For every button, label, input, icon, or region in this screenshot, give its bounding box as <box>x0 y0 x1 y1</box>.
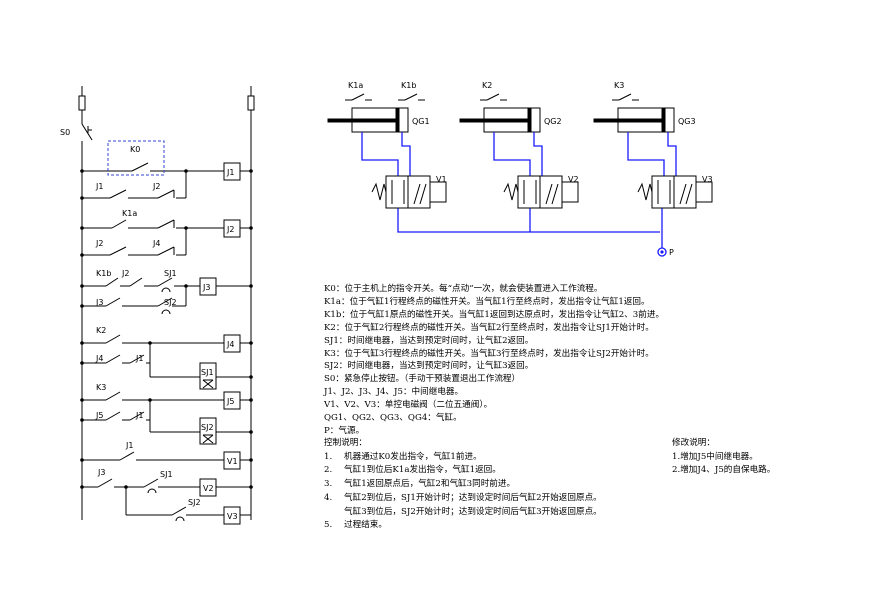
coil-sj2-label: SJ2 <box>201 423 214 432</box>
sj2-contact-label-b: SJ2 <box>188 498 201 507</box>
qg1-label: QG1 <box>412 117 430 126</box>
coil-v1-label: V1 <box>227 457 238 466</box>
qg2-label: QG2 <box>544 117 562 126</box>
control-title: 控制说明： <box>324 438 367 448</box>
note-k0: K0：位于主机上的指令开关。每“点动”一次，就会使装置进入工作流程。 <box>324 284 603 294</box>
fuse-left <box>78 95 86 111</box>
v1-label: V1 <box>436 175 447 184</box>
note-k1b: K1b：位于气缸1原点的磁性开关。当气缸1返回到达原点时，发出指令让气缸2、3前… <box>324 309 665 320</box>
j3-contact-label-b: J3 <box>97 468 105 477</box>
coil-j5-label: J5 <box>226 397 234 406</box>
k1b-label: K1b <box>401 81 416 90</box>
control-step: 气缸3到位后，SJ2开始计时；达到设定时间后气缸3开始返回原点。 <box>344 506 602 517</box>
sj1-contact-label-b: SJ1 <box>160 470 173 479</box>
modification-notes: 修改说明： 1.增加J5中间继电器。 2.增加J4、J5的自保电路。 <box>672 437 775 478</box>
note-s0: S0：紧急停止按钮。（手动干预装置退出工作流程） <box>324 374 521 385</box>
j1-contact-label-b: J1 <box>135 354 143 363</box>
k1a-label: K1a <box>348 81 363 90</box>
note-sj2: SJ2：时间继电器，当达到预定时间时，让气缸3返回。 <box>324 361 534 372</box>
modification-item: 1.增加J5中间继电器。 <box>672 451 758 462</box>
j1-contact-label-d: J1 <box>125 441 133 450</box>
k0-label: K0 <box>130 145 140 154</box>
note-relays: J1、J2、J3、J4、J5：中间继电器。 <box>324 387 464 398</box>
modification-item: 2.增加J4、J5的自保电路。 <box>672 465 776 476</box>
control-step: 2.气缸1到位后K1a发出指令，气缸1返回。 <box>324 465 501 476</box>
note-k3: K3：位于气缸3行程终点的磁性开关。当气缸3行至终点时，发出指令让SJ2开始计时… <box>324 348 654 359</box>
j3-contact-label: J3 <box>95 298 103 307</box>
valves <box>371 175 713 209</box>
modification-title: 修改说明： <box>672 438 715 448</box>
air-source-dot <box>660 250 664 254</box>
s0-label: S0 <box>60 128 70 137</box>
air-pipes <box>361 132 677 252</box>
coil-v2-label: V2 <box>203 484 214 493</box>
j2-contact-label: J2 <box>152 182 160 191</box>
j4-contact-label-b: J4 <box>95 354 103 363</box>
note-cylinders: QG1、QG2、QG3、QG4：气缸。 <box>324 413 462 424</box>
v3-label: V3 <box>702 175 713 184</box>
j5-contact-label: J5 <box>95 411 103 420</box>
j4-contact-label: J4 <box>152 239 160 248</box>
note-sj1: SJ1：时间继电器，当达到预定时间时，让气缸2返回。 <box>324 335 534 346</box>
sj2-contact-label: SJ2 <box>164 298 177 307</box>
k2-label: K2 <box>482 81 492 90</box>
component-notes: K0：位于主机上的指令开关。每“点动”一次，就会使装置进入工作流程。 K1a：位… <box>324 283 664 438</box>
v2-label: V2 <box>568 175 579 184</box>
coil-sj1-box <box>199 362 217 390</box>
j2-contact-label-c: J2 <box>121 269 129 278</box>
s0-switch <box>81 123 93 141</box>
k2-contact-label: K2 <box>96 326 106 335</box>
junction-dots <box>80 169 253 489</box>
note-air-source: P：气源。 <box>324 425 365 436</box>
k3-label: K3 <box>614 81 624 90</box>
control-explanation: 控制说明： 1.机器通过K0发出指令，气缸1前进。 2.气缸1到位后K1a发出指… <box>324 437 602 533</box>
k0-dashed-box <box>107 140 165 176</box>
note-k2: K2：位于气缸2行程终点的磁性开关。当气缸2行至终点时，发出指令让SJ1开始计时… <box>324 322 654 333</box>
qg3-label: QG3 <box>678 117 696 126</box>
coil-j1-label: J1 <box>226 168 234 177</box>
j1-contact-label: J1 <box>95 182 103 191</box>
coil-j2-label: J2 <box>226 225 234 234</box>
ladder-diagram <box>78 86 255 525</box>
coil-j3-label: J3 <box>202 283 210 292</box>
control-step: 1.机器通过K0发出指令，气缸1前进。 <box>324 451 482 462</box>
note-k1a: K1a：位于气缸1行程终点的磁性开关。当气缸1行至终点时，发出指令让气缸1返回。 <box>324 296 650 307</box>
k1b-contact-label: K1b <box>96 269 111 278</box>
coil-sj2-box <box>199 417 217 445</box>
coil-j4-label: J4 <box>226 340 234 349</box>
air-source-label: P <box>669 248 674 257</box>
k3-contact-label: K3 <box>96 383 106 392</box>
k1a-contact-label: K1a <box>122 209 137 218</box>
note-valves: V1、V2、V3：单控电磁阀（二位五通阀）。 <box>324 400 493 411</box>
coil-sj1-label: SJ1 <box>201 368 214 377</box>
j1-contact-label-c: J1 <box>135 411 143 420</box>
cylinders <box>327 107 675 133</box>
control-step: 4.气缸2到位后，SJ1开始计时；达到设定时间后气缸2开始返回原点。 <box>324 492 602 503</box>
magnetic-switches <box>345 93 639 101</box>
control-step: 3.气缸1返回原点后，气缸2和气缸3同时前进。 <box>324 479 516 490</box>
sj1-contact-label: SJ1 <box>164 269 177 278</box>
control-step: 5.过程结束。 <box>324 520 387 531</box>
coil-v3-label: V3 <box>227 512 238 521</box>
fuse-right <box>247 95 255 111</box>
j2-contact-label-b: J2 <box>95 239 103 248</box>
